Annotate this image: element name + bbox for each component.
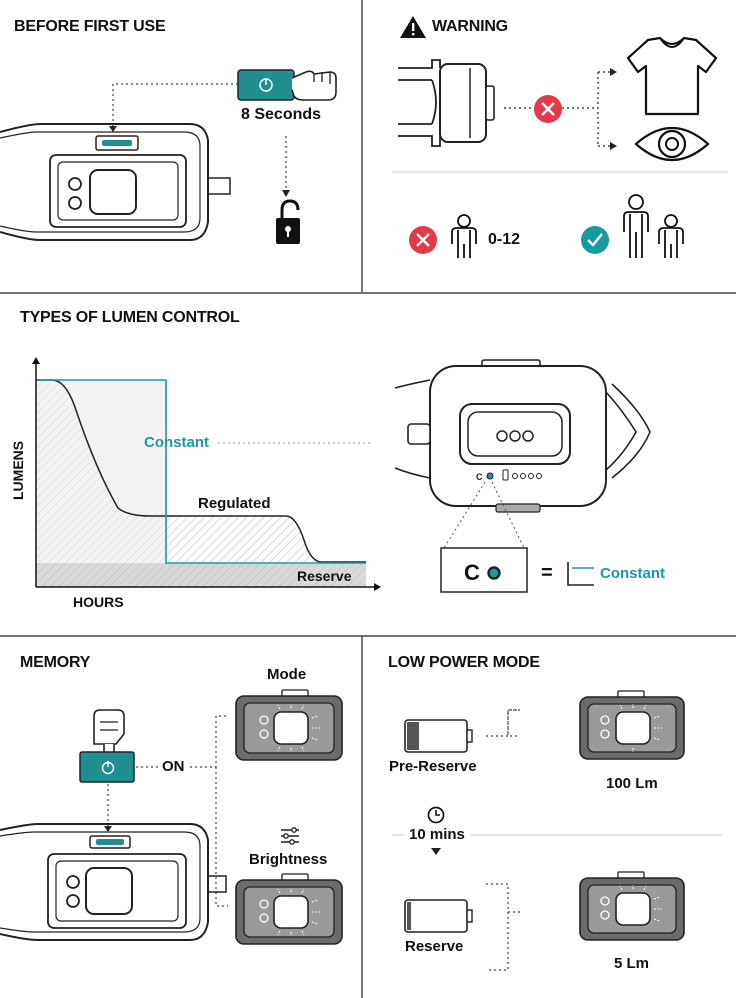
constant-area	[36, 380, 166, 563]
reserve-output-label: 5 Lm	[614, 955, 650, 972]
pre-reserve-output-label: 100 Lm	[606, 775, 658, 792]
on-label: ON	[162, 758, 185, 775]
warning-title: WARNING	[432, 18, 508, 35]
x-axis-label: HOURS	[73, 594, 124, 610]
constant-line	[36, 379, 366, 564]
constant-mode-letter: C	[464, 560, 480, 585]
reserve-label: Reserve	[405, 938, 464, 955]
equals-sign: =	[541, 562, 553, 584]
constant-legend-label: Constant	[600, 565, 665, 582]
age-range-label: 0-12	[488, 231, 521, 248]
memory-title: MEMORY	[20, 654, 91, 671]
regulated-series-label: Regulated	[198, 495, 271, 512]
regulated-line	[36, 379, 366, 563]
pre-reserve-label: Pre-Reserve	[389, 758, 477, 775]
mode-label: Mode	[267, 666, 307, 683]
low-power-title: LOW POWER MODE	[388, 654, 540, 671]
svg-text:C: C	[476, 472, 483, 482]
hold-duration-label: 8 Seconds	[241, 106, 322, 123]
interval-label: 10 mins	[409, 826, 465, 843]
constant-series-label: Constant	[144, 434, 209, 451]
before-first-use-title: BEFORE FIRST USE	[14, 18, 166, 35]
lumen-control-title: TYPES OF LUMEN CONTROL	[20, 309, 240, 326]
brightness-label: Brightness	[249, 851, 328, 868]
reserve-series-label: Reserve	[297, 568, 352, 584]
